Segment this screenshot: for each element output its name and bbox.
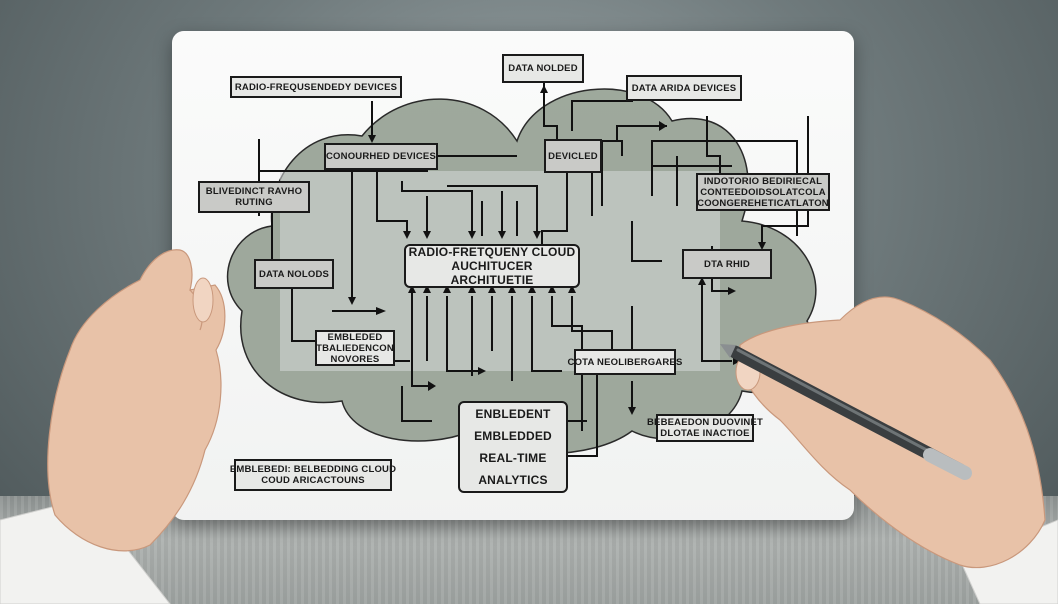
box-data-nolded: DATA NOLDED xyxy=(502,54,584,83)
box-central-architecture: RADIO-FRETQUENY CLOUD AUCHITUCER ARCHITU… xyxy=(404,244,580,288)
box-realtime-analytics: ENBLEDENT EMBLEDDED REAL-TIME ANALYTICS xyxy=(458,401,568,493)
box-embedded-novores: EMBLEDED TBALIEDENCON NOVORES xyxy=(315,330,395,366)
box-blivedinct: BLIVEDINCT RAVHO RUTING xyxy=(198,181,310,213)
box-dta-rhid: DTA RHID xyxy=(682,249,772,279)
box-data-arida: DATA ARIDA DEVICES xyxy=(626,75,742,101)
box-data-nolods: DATA NOLODS xyxy=(254,259,334,289)
connector-lines xyxy=(258,76,809,457)
box-cota: COTA NEOLIBERGARES xyxy=(568,349,682,375)
whiteboard: RADIO-FREQUSENDEDY DEVICES DATA NOLDED D… xyxy=(172,31,854,520)
box-indotorio: INDOTORIO BEDIRIECAL CONTEEDOIDSOLATCOLA… xyxy=(696,173,830,211)
box-cloud-applications: EMBLEBEDI: BELBEDDING CLOUD COUD ARICACT… xyxy=(230,459,396,491)
box-conourhed: CONOURHED DEVICES xyxy=(324,143,438,170)
box-devicled: DEVICLED xyxy=(544,139,602,173)
box-rf-devices: RADIO-FREQUSENDEDY DEVICES xyxy=(230,76,402,98)
box-becedon: BEBEAEDON DUOVINET DLOTAE INACTIOE xyxy=(647,414,763,442)
